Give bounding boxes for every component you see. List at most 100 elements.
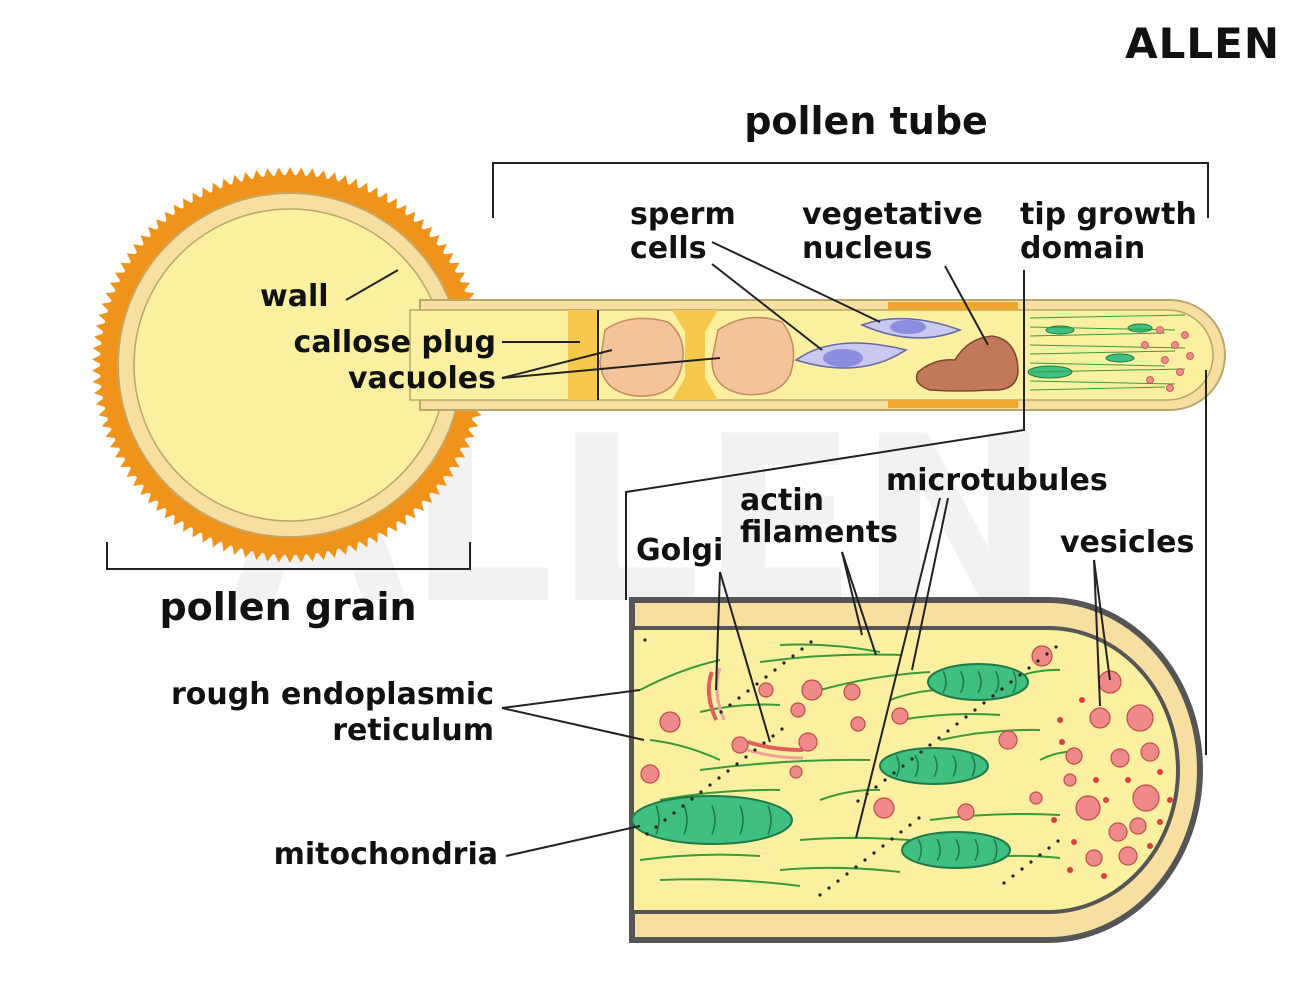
mitochondrion-crista	[942, 670, 947, 694]
ribosome-dot	[899, 830, 903, 834]
mitochondrion-crista	[1012, 670, 1017, 694]
mini-vesicle	[1156, 326, 1164, 334]
allen-logo: ALLEN	[1125, 19, 1280, 68]
vesicle	[998, 730, 1018, 750]
filament	[759, 653, 901, 663]
ribosome-dot	[699, 790, 703, 794]
ribosome-dot	[881, 844, 885, 848]
zoom-connector-left	[625, 270, 1025, 600]
ribosome-dot	[643, 638, 647, 642]
vesicles-leader-1	[1093, 559, 1101, 707]
vegetative-nucleus	[915, 335, 1019, 392]
pollen-tube-label: pollen tube	[744, 99, 988, 143]
mitochondrion	[901, 831, 1011, 869]
mitochondrion-crista	[917, 838, 922, 862]
ribosome-dot	[1009, 680, 1013, 684]
mitochondrion-crista	[959, 670, 965, 694]
mitochondrion-crista	[974, 838, 979, 862]
mini-vesicle	[1181, 331, 1189, 339]
tip-growth-domain-label-2: domain	[1020, 231, 1145, 266]
ribosome-dot	[800, 647, 804, 651]
vesicle	[1140, 742, 1160, 762]
vesicle	[731, 736, 749, 754]
rough-er-label-1: rough endoplasmic	[171, 677, 494, 712]
ribosome-dot	[746, 689, 750, 693]
vesicle	[659, 711, 681, 733]
ribosome-dot	[681, 804, 685, 808]
tube-wall-band-bottom	[888, 400, 1018, 408]
mitochondria-leader	[505, 825, 641, 857]
ribosome-dot	[708, 783, 712, 787]
rough-er-label-2: reticulum	[332, 713, 494, 748]
mitochondrion-crista	[914, 754, 919, 778]
pollen-grain-bracket	[106, 542, 471, 570]
mini-vesicle	[1176, 368, 1184, 376]
vesicle	[1132, 784, 1160, 812]
mitochondrion-crista	[767, 805, 772, 835]
ribosome-dot	[856, 799, 860, 803]
ribosome-dot	[890, 837, 894, 841]
small-vesicle	[1157, 769, 1163, 775]
small-vesicle	[1101, 873, 1107, 879]
rough-er-leader-1	[501, 689, 641, 709]
mitochondrion-crista	[955, 838, 960, 862]
ribosome-dot	[845, 872, 849, 876]
small-vesicle	[1067, 867, 1073, 873]
vesicle	[1129, 817, 1147, 835]
sperm-leader-2	[711, 241, 881, 323]
actin-filaments-label-1: actin	[740, 483, 824, 518]
golgi-stack	[747, 748, 804, 760]
small-vesicle	[1167, 797, 1173, 803]
vesicle	[1126, 704, 1154, 732]
golgi-stack	[747, 740, 804, 752]
mitochondrion-crista	[895, 754, 900, 778]
vacuoles-label: vacuoles	[348, 361, 496, 396]
vesicle	[790, 702, 806, 718]
vesicles-label: vesicles	[1060, 525, 1194, 560]
mini-filament	[1029, 326, 1176, 331]
ribosome-dot	[1000, 687, 1004, 691]
mitochondria-label: mitochondria	[274, 837, 498, 872]
ribosome-dot	[854, 865, 858, 869]
golgi-stack	[706, 671, 718, 721]
ribosome-dot	[901, 764, 905, 768]
mini-vesicle	[1146, 376, 1154, 384]
microtubules-leader-2	[855, 497, 941, 839]
ribosome-dot	[919, 750, 923, 754]
ribosome-dot	[1045, 652, 1049, 656]
small-vesicle	[1103, 797, 1109, 803]
mini-vesicle	[1141, 341, 1149, 349]
ribosome-dot	[910, 757, 914, 761]
vacuoles-leader-2	[501, 357, 721, 379]
mini-filament	[1029, 314, 1186, 319]
actin-filaments-label-2: filaments	[740, 515, 898, 550]
mini-filament	[1029, 332, 1166, 337]
ribosome-dot	[762, 741, 766, 745]
ribosome-dot	[755, 682, 759, 686]
mitochondrion	[927, 663, 1029, 701]
vesicle	[758, 682, 774, 698]
ribosome-dot	[946, 729, 950, 733]
vesicle	[1029, 791, 1043, 805]
small-vesicle	[1059, 739, 1065, 745]
ribosome-dot	[892, 771, 896, 775]
vacuole-1	[599, 317, 684, 397]
ribosome-dot	[991, 694, 995, 698]
vesicles-leader-2	[1093, 559, 1111, 681]
vesicle	[1110, 748, 1130, 768]
vesicle	[789, 765, 803, 779]
ribosome-dot	[827, 886, 831, 890]
ribosome-dot	[1002, 881, 1006, 885]
filament	[819, 671, 931, 691]
mini-mitochondrion	[1105, 353, 1135, 363]
mitochondrion-crista	[933, 754, 938, 778]
ribosome-dot	[690, 797, 694, 801]
mitochondrion-crista	[936, 838, 941, 862]
small-vesicle	[1125, 777, 1131, 783]
mitochondrion-crista	[977, 670, 982, 694]
callose-plug-middle	[672, 310, 718, 400]
sperm-nucleus-2	[890, 320, 926, 334]
vegetative-nucleus-label-1: vegetative	[802, 197, 983, 232]
ribosome-dot	[917, 816, 921, 820]
ribosome-dot	[764, 675, 768, 679]
